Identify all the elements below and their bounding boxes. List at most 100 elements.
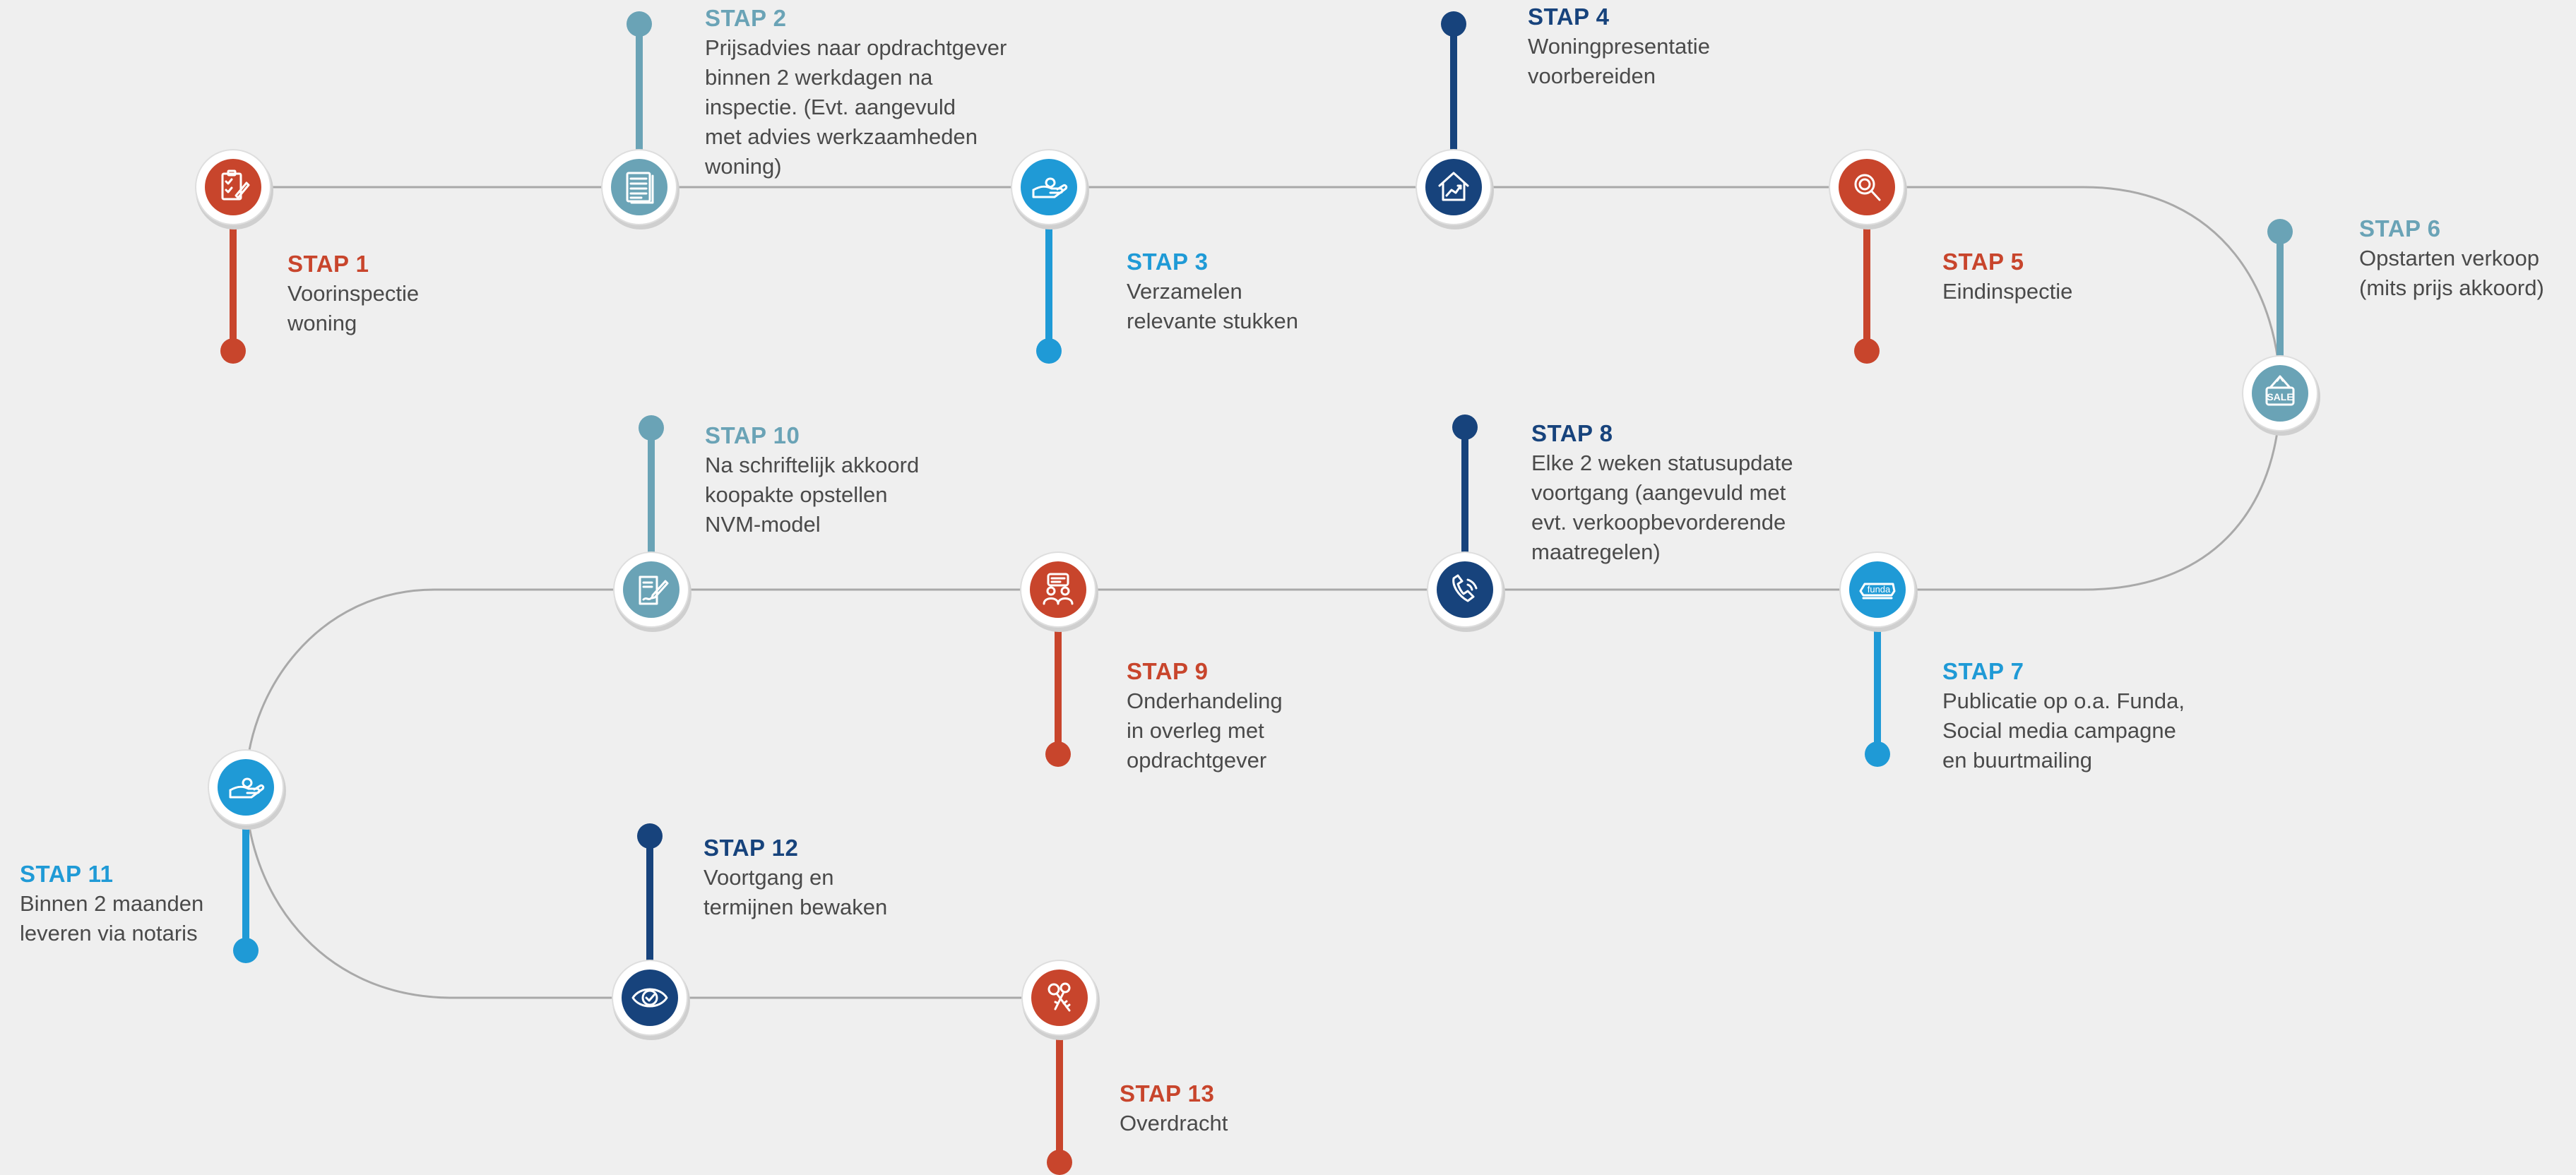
phone-icon (1452, 574, 1478, 602)
stem-step-5 (1854, 215, 1880, 364)
step-description: Na schriftelijk akkoord koopakte opstell… (705, 453, 920, 537)
eye-check-icon (631, 988, 668, 1008)
node-step-8 (1427, 551, 1505, 632)
timeline-track (233, 186, 2281, 999)
node-step-3 (1011, 149, 1089, 229)
stem-end-dot (637, 823, 663, 849)
step-title: STAP 3 (1127, 249, 1209, 275)
step-label-11: STAP 11 Binnen 2 maanden leveren via nota… (20, 859, 203, 948)
step-title: STAP 4 (1528, 4, 1610, 30)
step-title: STAP 13 (1120, 1080, 1215, 1107)
step-label-3: STAP 3 Verzamelen relevante stukken (1127, 247, 1298, 336)
node-disc (205, 159, 261, 215)
stem-end-dot (1865, 741, 1890, 767)
node-disc (623, 561, 679, 618)
node-disc (2252, 365, 2308, 422)
stem-end-dot (2267, 219, 2293, 244)
node-step-5 (1829, 149, 1907, 229)
step-title: STAP 5 (1942, 249, 2024, 275)
node-step-12 (612, 960, 690, 1040)
stem-end-dot (639, 415, 664, 441)
node-disc (622, 970, 678, 1026)
house-chart-icon (1438, 172, 1469, 201)
step-label-10: STAP 10 Na schriftelijk akkoord koopakte … (705, 421, 919, 539)
node-step-1 (195, 149, 273, 229)
keys-icon (1047, 982, 1071, 1012)
stem-end-dot (220, 338, 246, 364)
step-title: STAP 11 (20, 861, 114, 887)
funda-icon: funda (1859, 583, 1896, 600)
step-title: STAP 9 (1127, 658, 1209, 684)
step-label-5: STAP 5 Eindinspectie (1942, 247, 2072, 306)
step-nodes: SALE funda (195, 149, 2320, 1040)
stem-step-7 (1865, 618, 1890, 767)
node-disc (1839, 159, 1895, 215)
step-title: STAP 7 (1942, 658, 2024, 684)
stem-end-dot (1045, 741, 1071, 767)
step-description: Voorinspectie woning (287, 281, 420, 335)
stem-step-12 (637, 823, 663, 970)
step-title: STAP 6 (2359, 215, 2441, 241)
step-description: Publicatie op o.a. Funda, Social media c… (1942, 688, 2185, 773)
step-label-9: STAP 9 Onderhandeling in overleg met opdr… (1127, 657, 1283, 775)
stem-step-1 (220, 215, 246, 364)
step-description: Onderhandeling in overleg met opdrachtge… (1127, 688, 1283, 773)
stem-end-dot (1036, 338, 1062, 364)
stem-end-dot (627, 11, 652, 37)
step-description: Elke 2 weken statusupdate voortgang (aan… (1531, 451, 1793, 564)
node-step-9 (1020, 551, 1098, 632)
stem-step-10 (639, 415, 664, 561)
negotiation-icon (1043, 573, 1074, 605)
stem-step-6 (2267, 219, 2293, 365)
node-disc (1030, 561, 1086, 618)
stem-step-3 (1036, 215, 1062, 364)
funda-logo-text: funda (1868, 584, 1891, 595)
step-label-8: STAP 8 Elke 2 weken statusupdate voortgan… (1531, 419, 1793, 567)
document-icon (626, 172, 654, 204)
timeline-path (233, 186, 2281, 999)
step-description: Opstarten verkoop (mits prijs akkoord) (2359, 246, 2544, 300)
step-description: Eindinspectie (1942, 279, 2073, 304)
stem-end-dot (1854, 338, 1880, 364)
step-title: STAP 1 (287, 251, 369, 277)
step-label-1: STAP 1 Voorinspectie woning (287, 249, 419, 338)
magnifier-icon (1854, 174, 1881, 201)
node-disc (1849, 561, 1906, 618)
sale-sign-icon: SALE (2265, 375, 2295, 406)
node-step-4 (1415, 149, 1494, 229)
step-description: Overdracht (1120, 1111, 1228, 1135)
step-label-4: STAP 4 Woningpresentatie voorbereiden (1528, 2, 1710, 91)
stem-end-dot (1452, 414, 1478, 440)
stem-step-8 (1452, 414, 1478, 561)
stem-end-dot (1441, 11, 1466, 37)
hand-receive-icon (1032, 177, 1068, 198)
stem-step-9 (1045, 618, 1071, 767)
stem-end-dot (233, 938, 259, 963)
node-step-2 (601, 149, 679, 229)
step-description: Verzamelen relevante stukken (1127, 279, 1298, 333)
step-title: STAP 8 (1531, 420, 1613, 446)
step-stems (220, 11, 2293, 1175)
step-description: Binnen 2 maanden leveren via notaris (20, 891, 204, 946)
stem-step-4 (1441, 11, 1466, 159)
hand-receive-icon (229, 777, 265, 799)
stem-step-2 (627, 11, 652, 159)
node-step-11 (208, 749, 286, 830)
node-step-10 (613, 551, 692, 632)
stem-end-dot (1047, 1150, 1072, 1175)
node-step-6: SALE (2242, 355, 2320, 436)
stem-step-13 (1047, 1026, 1072, 1175)
step-label-6: STAP 6 Opstarten verkoop (mits prijs akko… (2359, 214, 2544, 303)
step-title: STAP 10 (705, 422, 800, 448)
node-disc (1437, 561, 1493, 618)
step-label-13: STAP 13 Overdracht (1120, 1079, 1228, 1138)
node-disc (611, 159, 667, 215)
step-label-7: STAP 7 Publicatie op o.a. Funda, Social m… (1942, 657, 2185, 775)
step-title: STAP 2 (705, 5, 787, 31)
step-description: Voortgang en termijnen bewaken (704, 865, 888, 919)
contract-pen-icon (639, 575, 669, 605)
step-description: Woningpresentatie voorbereiden (1528, 34, 1710, 88)
